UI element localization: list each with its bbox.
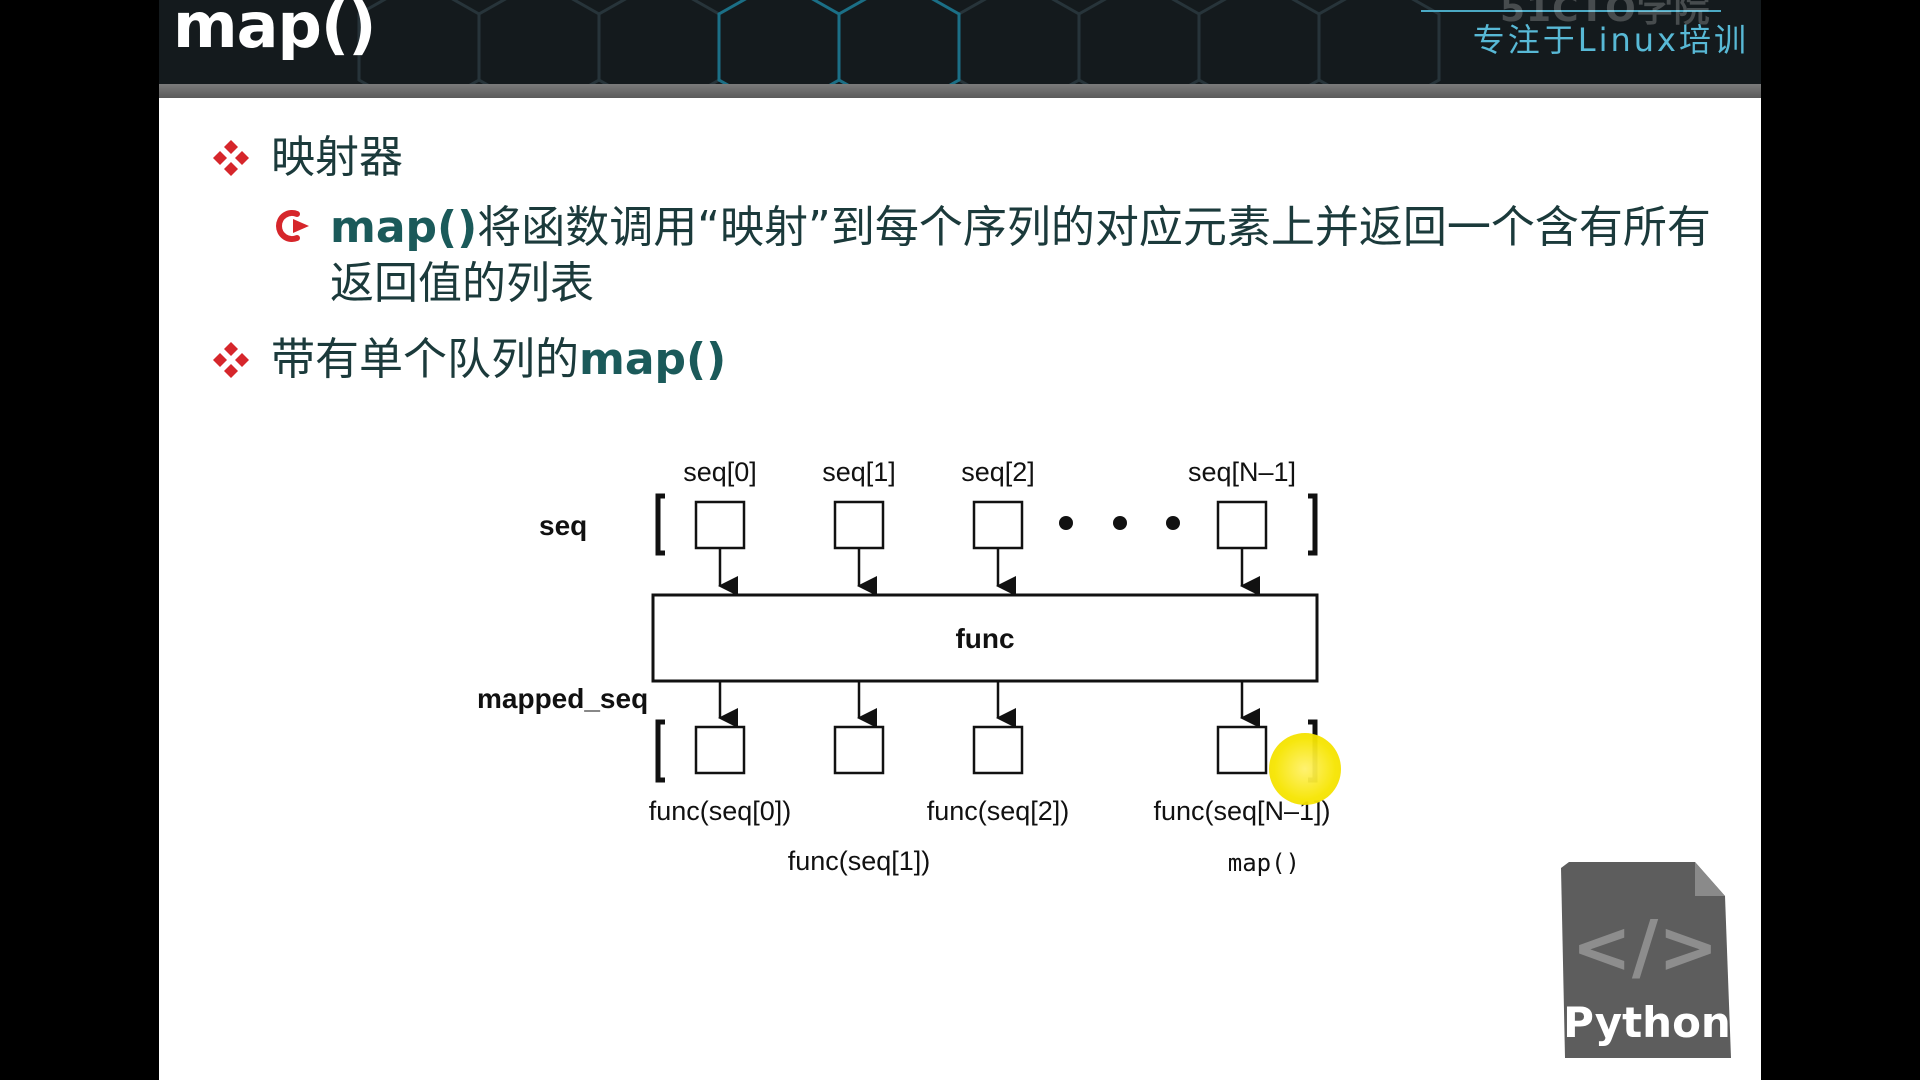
- bullet-mapper: 映射器: [271, 132, 403, 183]
- input-item-label: seq[N–1]: [1188, 457, 1296, 487]
- diamond-bullet-icon: [213, 342, 249, 378]
- input-item-label: seq[1]: [822, 457, 896, 487]
- input-item-box: [972, 500, 1024, 550]
- python-file-icon: </>: [1561, 862, 1731, 1058]
- bullet-map-description: map()将函数调用“映射”到每个序列的对应元素上并返回一个含有所有返回值的列表: [330, 200, 1740, 312]
- code-brackets-icon: </>: [1572, 905, 1719, 989]
- output-item-box: [972, 725, 1024, 775]
- ellipsis-dot: [1166, 516, 1180, 530]
- slide-title: map(): [173, 0, 376, 62]
- output-item-box: [1216, 725, 1268, 775]
- input-item-box: [833, 500, 885, 550]
- header-tagline: 专注于Linux培训: [1472, 21, 1749, 59]
- slide-header: map() 专注于Linux培训: [159, 0, 1761, 84]
- seq-label: seq: [539, 510, 587, 541]
- slide: map() 专注于Linux培训 映射器 map()将函数调用“映射”到每个序列…: [159, 0, 1761, 1080]
- mapped-seq-label: mapped_seq: [477, 683, 648, 714]
- func-box: [651, 593, 1319, 683]
- output-item-label: func(seq[2]): [927, 796, 1070, 826]
- ellipsis-dot: [1113, 516, 1127, 530]
- output-left-bracket: [655, 719, 665, 783]
- single-sequence-text: 带有单个队列的: [271, 334, 579, 385]
- output-item-label: func(seq[0]): [649, 796, 792, 826]
- output-item-label: func(seq[1]): [788, 846, 931, 876]
- input-item-box: [1216, 500, 1268, 550]
- tagline-underline: [1421, 10, 1721, 12]
- python-logo-text: Python: [1563, 998, 1731, 1047]
- input-item-box: [694, 500, 746, 550]
- map-term: map(): [330, 202, 478, 253]
- watermark: 51CTO学院: [1500, 0, 1711, 30]
- diamond-bullet-icon: [213, 140, 249, 176]
- func-label: func: [955, 623, 1014, 654]
- output-item-box: [833, 725, 885, 775]
- map-diagram: seq mapped_seq seq[0] seq[1] seq[2] seq[…: [477, 457, 1331, 877]
- map-term: map(): [579, 334, 727, 385]
- input-item-label: seq[2]: [961, 457, 1035, 487]
- header-divider-bar: [159, 84, 1761, 98]
- map-description-text: 将函数调用“映射”到每个序列的对应元素上并返回一个含有所有返回值的列表: [330, 202, 1711, 309]
- diagram-caption: map(): [1228, 849, 1300, 877]
- curved-arrow-bullet-icon: [276, 210, 309, 242]
- laser-pointer-dot: [1269, 733, 1341, 805]
- output-item-box: [694, 725, 746, 775]
- bullet-single-sequence: 带有单个队列的map(): [271, 332, 726, 388]
- ellipsis-dot: [1059, 516, 1073, 530]
- hexagon-pattern-icon: [357, 0, 1441, 84]
- input-item-label: seq[0]: [683, 457, 757, 487]
- input-left-bracket: [655, 493, 665, 556]
- input-right-bracket: [1308, 493, 1318, 556]
